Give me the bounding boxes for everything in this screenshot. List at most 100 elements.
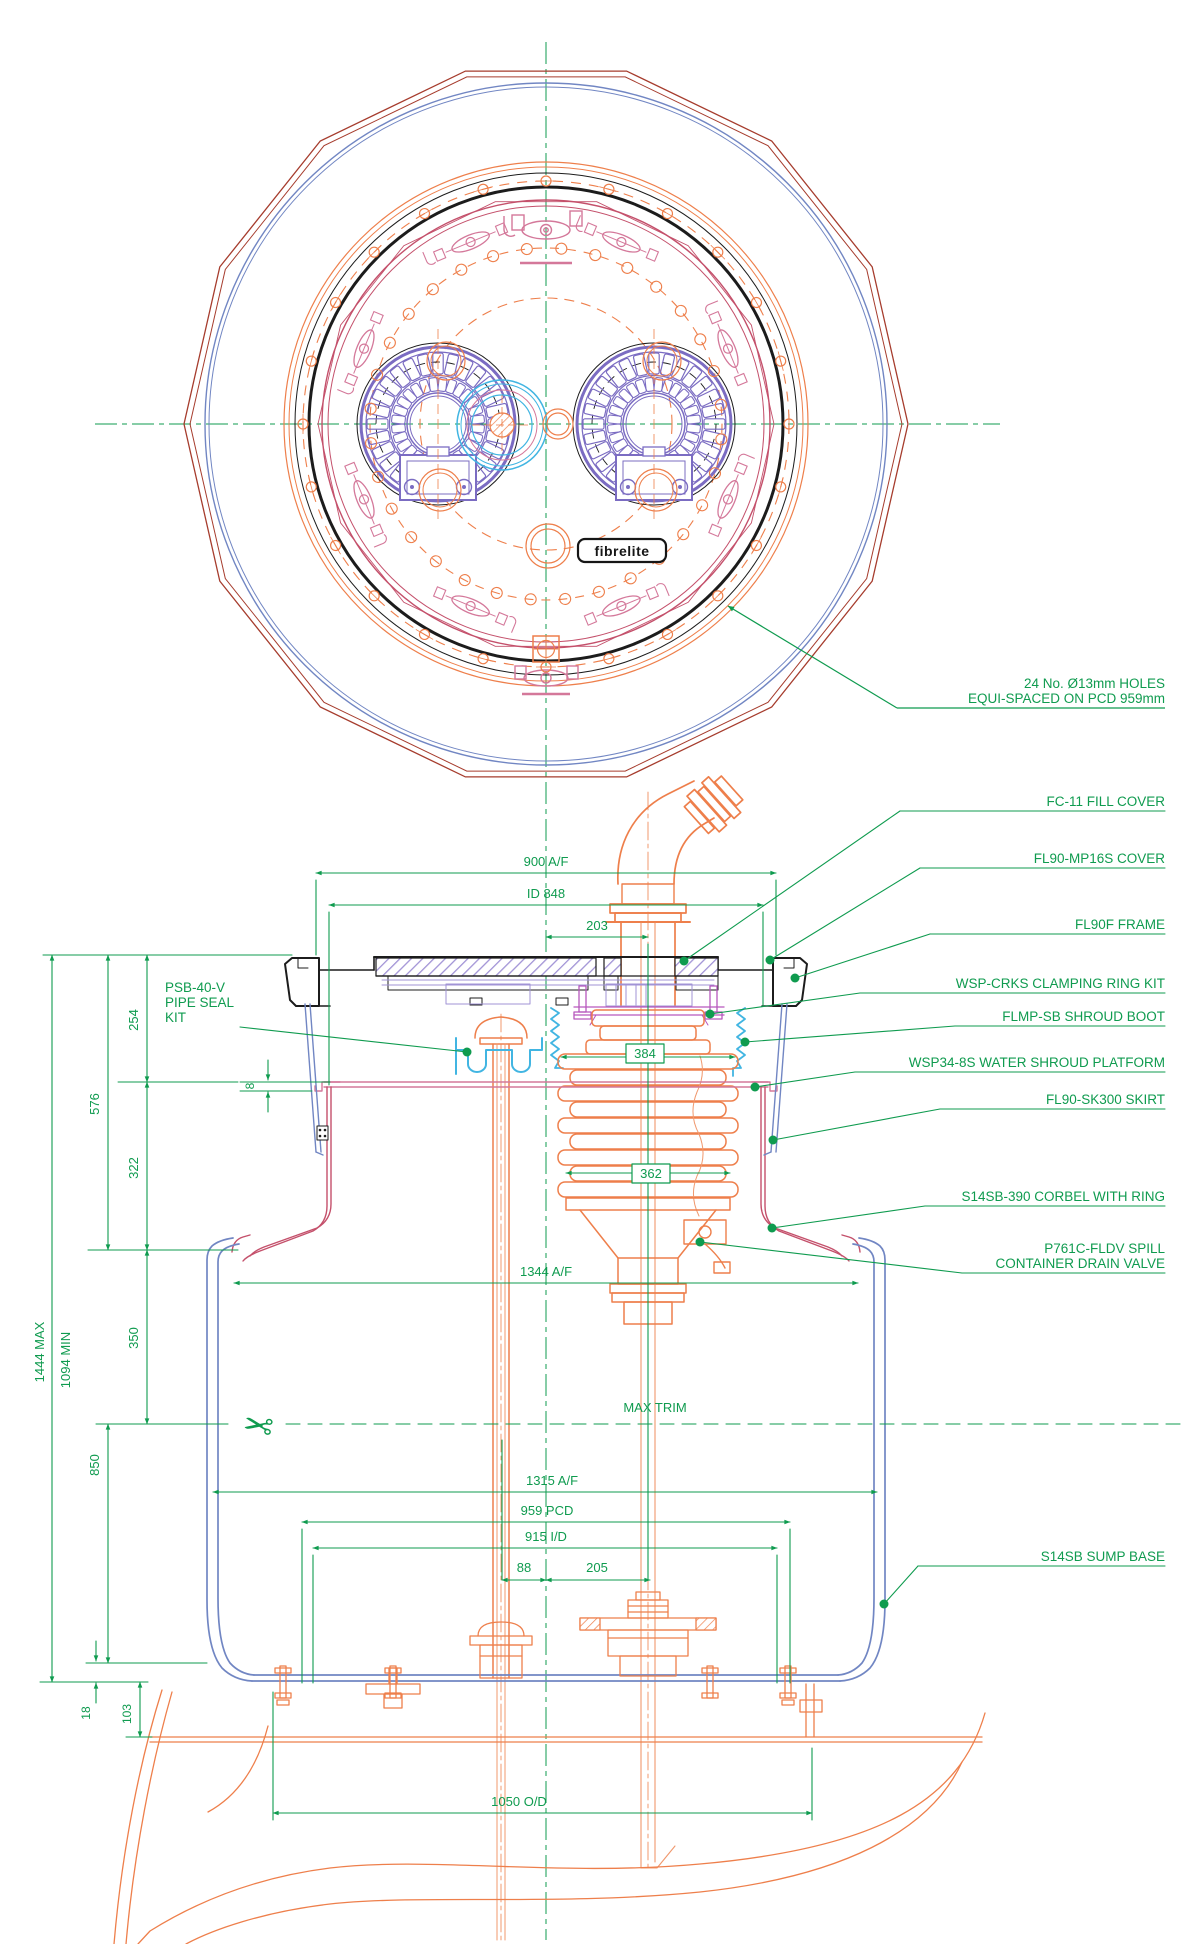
cover-bolt-hole — [694, 333, 707, 346]
pipeseal-line2: PIPE SEAL — [165, 995, 235, 1010]
cover-bolt-hole — [370, 368, 384, 381]
cover-latch-box — [399, 454, 477, 501]
leader-sk300 — [768, 1108, 1166, 1145]
shroud-funnel — [579, 1209, 717, 1259]
label-p761c-2: CONTAINER DRAIN VALVE — [995, 1256, 1165, 1271]
vapor-fitting — [469, 1621, 533, 1679]
holes-callout: 24 No. Ø13mm HOLES EQUI-SPACED ON PCD 95… — [727, 605, 1165, 709]
part-labels — [679, 810, 1166, 1609]
cover-section-left — [375, 957, 597, 977]
plan-small-fittings — [525, 408, 574, 663]
sump-base — [206, 1237, 886, 1682]
label-flmpsb: FLMP-SB SHROUD BOOT — [1002, 1009, 1165, 1024]
leader-dot — [765, 955, 775, 965]
cover-bolt-hole — [364, 437, 378, 450]
pipe-seal-label: PSB-40-V PIPE SEAL KIT — [165, 980, 472, 1057]
max-trim-label: MAX TRIM — [623, 1400, 686, 1415]
cover-clamp — [344, 461, 387, 548]
cover-bolt-hole — [385, 502, 398, 515]
leader-corbel — [767, 1205, 1166, 1233]
label-fc11: FC-11 FILL COVER — [1046, 794, 1165, 809]
cover-bolt-hole — [674, 304, 687, 317]
leader-dot — [767, 1223, 777, 1233]
dim-384: 384 — [634, 1046, 656, 1061]
label-fl90f: FL90F FRAME — [1075, 917, 1165, 932]
cover-bolt-hole — [402, 307, 415, 320]
spill-drain-valve — [683, 1219, 731, 1274]
dim-850: 850 — [87, 1454, 102, 1476]
leader-dot — [740, 1037, 750, 1047]
cover-bolt-hole — [455, 263, 468, 276]
dim-1344af: 1344 A/F — [520, 1264, 572, 1279]
plan-rings — [183, 70, 909, 778]
cover-bolt-hole — [383, 336, 396, 349]
cover-bolt-hole — [677, 528, 690, 541]
cover-bolt-hole — [372, 470, 385, 483]
dim-322: 322 — [126, 1157, 141, 1179]
water-shroud-platform — [455, 1037, 543, 1075]
leader-wspcrks — [705, 992, 1166, 1019]
leader-dot — [750, 1082, 760, 1092]
label-sk300: FL90-SK300 SKIRT — [1046, 1092, 1165, 1107]
dim-103: 103 — [120, 1704, 134, 1724]
dim-915id: 915 I/D — [525, 1529, 567, 1544]
leader-wsp34 — [750, 1071, 1166, 1092]
cover-clamp — [432, 586, 517, 633]
cover-clamp — [422, 222, 509, 265]
leader-dot — [695, 1237, 705, 1247]
leader-dot — [705, 1009, 715, 1019]
inner-bolt-ring — [364, 242, 728, 606]
outer-polygon — [183, 70, 909, 778]
dim-959pcd: 959 PCD — [521, 1503, 574, 1518]
cover-bolt-hole — [624, 572, 637, 585]
label-corbel: S14SB-390 CORBEL WITH RING — [961, 1189, 1165, 1204]
leader-fl90f — [790, 933, 1166, 983]
leader-dot — [768, 1135, 778, 1145]
top-clamp — [503, 210, 583, 265]
cover-clamp — [337, 310, 384, 395]
cover-bolt-hole — [458, 574, 471, 587]
dimension-texts: 900 A/F ID 848 203 384 362 1344 A/F MAX … — [32, 854, 687, 1809]
leader-p761c — [695, 1237, 1166, 1274]
callout-line1: 24 No. Ø13mm HOLES — [1024, 676, 1165, 691]
leader-sumpbase — [879, 1565, 1166, 1609]
dim-1094min: 1094 MIN — [58, 1332, 73, 1388]
leader-fc11 — [679, 810, 1166, 966]
cover-bolt-hole — [696, 499, 709, 512]
part-label-texts: FC-11 FILL COVER FL90-MP16S COVER FL90F … — [909, 794, 1166, 1564]
dim-576: 576 — [87, 1093, 102, 1115]
cover-bolt-hole — [621, 261, 634, 274]
dim-1315af: 1315 A/F — [526, 1473, 578, 1488]
cover-bolt-hole — [592, 585, 605, 598]
cover-latch-box — [615, 454, 693, 501]
cover-bolt-hole — [524, 593, 537, 606]
manhole-cover — [356, 329, 520, 519]
skirt-latch — [316, 1125, 329, 1141]
tank-shell — [113, 1689, 986, 1944]
cover-understructure — [381, 979, 715, 1007]
fill-adapter — [579, 1591, 717, 1677]
corbel-with-ring — [231, 1086, 861, 1262]
platform-and-corbel — [314, 1081, 778, 1092]
dim-1050od: 1050 O/D — [491, 1794, 547, 1809]
leader-dot — [790, 973, 800, 983]
label-p761c-1: P761C-FLDV SPILL — [1044, 1241, 1165, 1256]
bolt-holes-ring — [297, 175, 795, 673]
cover-bolt-hole — [490, 586, 503, 600]
tank-and-fittings — [113, 1591, 986, 1944]
cover-bolt-hole — [589, 248, 602, 262]
base-bolts — [274, 1665, 797, 1706]
cover-bolt-hole — [405, 531, 418, 544]
dim-18: 18 — [79, 1706, 93, 1720]
cover-bolt-hole — [487, 250, 500, 263]
dim-900af: 900 A/F — [524, 854, 569, 869]
vent-cap — [474, 1016, 528, 1039]
cover-bolt-hole — [429, 555, 442, 568]
section-view: ✂ 900 A/F ID 848 203 384 362 1344 A/F MA… — [32, 775, 1186, 1944]
cover-bolt-hole — [559, 592, 572, 606]
dimensions — [39, 870, 1186, 1821]
dim-362: 362 — [640, 1166, 662, 1181]
pipeseal-line3: KIT — [165, 1010, 186, 1025]
dim-205: 205 — [586, 1560, 608, 1575]
